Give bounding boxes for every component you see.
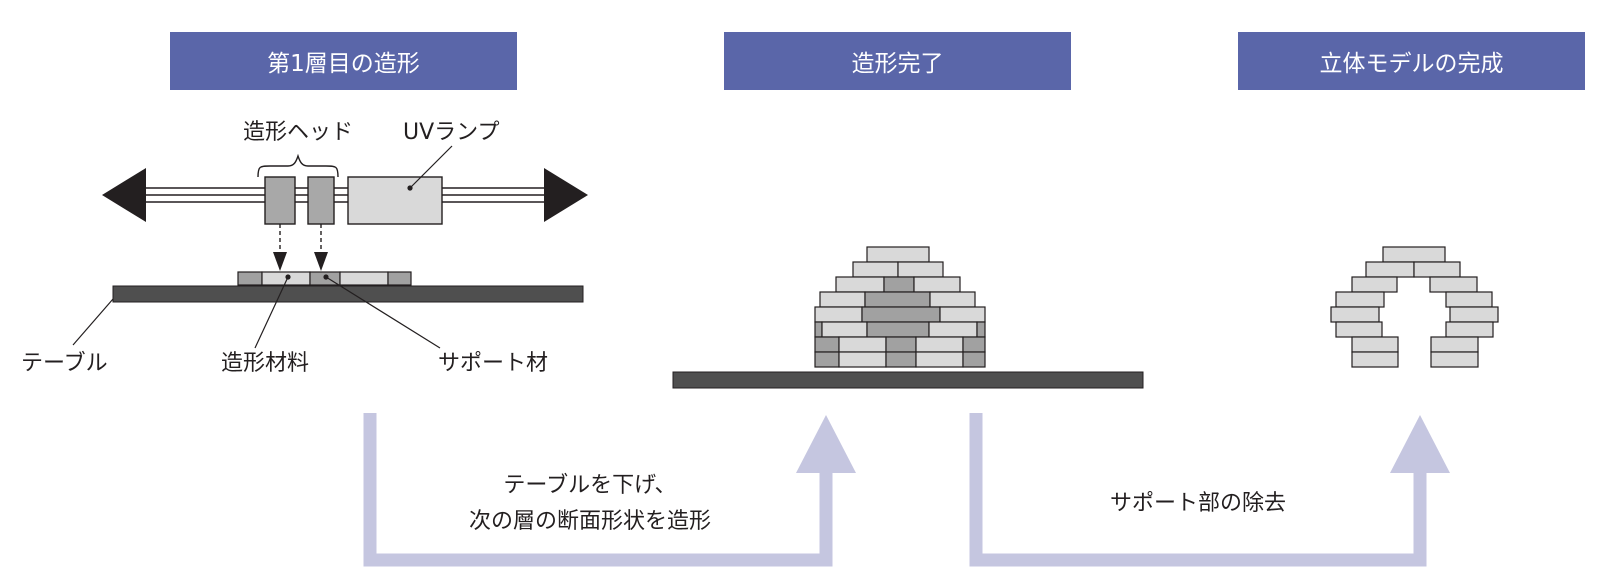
completed-model-with-support: [814, 246, 986, 368]
transition-1-line-2: 次の層の断面形状を造形: [468, 509, 711, 534]
print-carriage-rail: [140, 187, 550, 203]
uv-lamp-box: [347, 176, 443, 225]
build-table-1: [112, 285, 584, 303]
support-material-leader-line: [325, 276, 441, 349]
drop-arrow-1-head: [273, 252, 287, 271]
header-step-3-label: 立体モデルの完成: [1319, 51, 1504, 77]
transition-1-text: テーブルを下げ、 次の層の断面形状を造形: [450, 468, 730, 540]
print-head-label: 造形ヘッド: [243, 120, 354, 145]
header-step-1-label: 第1層目の造形: [267, 51, 420, 77]
header-step-2-label: 造形完了: [851, 51, 944, 77]
build-table-2: [672, 371, 1144, 389]
finished-model: [1330, 246, 1499, 368]
head-brace: [257, 153, 339, 178]
transition-1-line-1: テーブルを下げ、: [503, 473, 677, 498]
table-leader-line: [72, 298, 114, 346]
uv-lamp-leader-line: [409, 145, 453, 189]
flow-arrow-1: [363, 413, 856, 567]
header-step-1: 第1層目の造形: [170, 32, 517, 90]
model-material-label: 造形材料: [221, 351, 310, 376]
print-head-1: [264, 176, 296, 225]
uv-lamp-label: UVランプ: [403, 120, 500, 145]
flow-arrow-2: [969, 413, 1450, 567]
transition-2-text: サポート部の除去: [1070, 486, 1326, 522]
drop-arrow-2-head: [314, 252, 328, 271]
rail-left-arrowhead: [102, 168, 146, 222]
support-material-label: サポート材: [438, 351, 549, 376]
rail-right-arrowhead: [544, 168, 588, 222]
header-step-3: 立体モデルの完成: [1238, 32, 1585, 90]
header-step-2: 造形完了: [724, 32, 1071, 90]
table-label: テーブル: [21, 351, 108, 376]
model-material-leader-line: [254, 276, 289, 349]
transition-2-line-1: サポート部の除去: [1109, 491, 1286, 516]
print-head-2: [307, 176, 335, 225]
